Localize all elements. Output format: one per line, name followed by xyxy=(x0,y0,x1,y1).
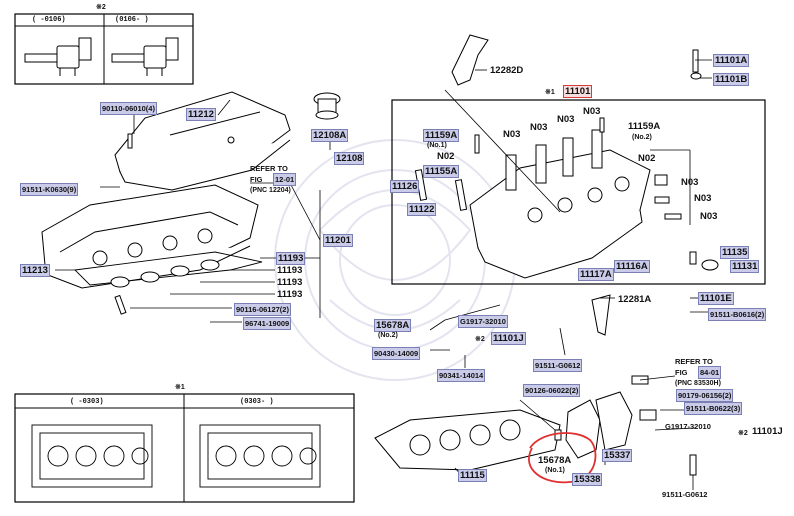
part-15678a-no1: 15678A xyxy=(538,455,572,466)
part-91511-k0630[interactable]: 91511-K0630(9) xyxy=(20,183,79,196)
part-11101a[interactable]: 11101A xyxy=(713,54,750,67)
part-11116a[interactable]: 11116A xyxy=(614,260,650,273)
fig-link-84-01[interactable]: 84-01 xyxy=(698,366,722,379)
part-11101e[interactable]: 11101E xyxy=(698,292,734,305)
part-g1917-32010-a[interactable]: G1917-32010 xyxy=(458,315,508,328)
n03-d: N03 xyxy=(583,106,601,117)
part-91511-g0612-a[interactable]: 91511-G0612 xyxy=(533,359,583,372)
n03-g: N03 xyxy=(700,211,718,222)
part-12282d: 12282D xyxy=(490,65,524,76)
n03-b: N03 xyxy=(530,122,548,133)
no1-label: (No.1) xyxy=(427,142,447,149)
inset-top-note: ※2 xyxy=(96,4,106,11)
part-91511-g0612-b: 91511-G0612 xyxy=(662,490,708,499)
part-11193-b: 11193 xyxy=(277,265,303,276)
part-11117a[interactable]: 11117A xyxy=(578,268,614,281)
head-gasket-drawing xyxy=(374,409,561,471)
inset-top-col2: (0106- ) xyxy=(115,16,149,24)
part-11131[interactable]: 11131 xyxy=(730,260,760,273)
inset-bottom-note: ※1 xyxy=(175,384,185,391)
part-12281a: 12281A xyxy=(618,294,652,305)
no1b-label: (No.1) xyxy=(545,467,565,474)
note-2a: ※2 xyxy=(475,336,485,343)
part-15338[interactable]: 15338 xyxy=(572,473,603,486)
part-11135[interactable]: 11135 xyxy=(720,246,750,259)
cover-gasket-drawing xyxy=(74,251,263,286)
inset-box-top xyxy=(14,13,194,85)
grommets-drawing xyxy=(110,259,220,288)
part-90341-14014[interactable]: 90341-14014 xyxy=(437,369,486,382)
part-90110-06010[interactable]: 90110-06010(4) xyxy=(100,102,157,115)
bracket-12282d xyxy=(451,34,489,86)
cylinder-head-drawing xyxy=(469,129,651,279)
fig-label-2: FIG xyxy=(675,368,688,377)
valve-cover-drawing xyxy=(41,184,259,289)
part-90116-06127[interactable]: 90116-06127(2) xyxy=(234,303,291,316)
inset-top-col1: ( -0106) xyxy=(32,16,66,24)
part-15337[interactable]: 15337 xyxy=(602,449,633,462)
part-11101j-b: 11101J xyxy=(752,426,783,437)
part-91511-b0616[interactable]: 91511-B0616(2) xyxy=(708,308,767,321)
part-11201[interactable]: 11201 xyxy=(323,234,353,247)
part-11101j-a[interactable]: 11101J xyxy=(491,332,526,345)
refer-to-label-1: REFER TO xyxy=(250,164,288,173)
part-15678a-no2[interactable]: 15678A xyxy=(374,319,412,332)
part-90430-14009[interactable]: 90430-14009 xyxy=(372,347,421,360)
refer-to-label-2: REFER TO xyxy=(675,357,713,366)
no2b-label: (No.2) xyxy=(378,332,398,339)
part-11212[interactable]: 11212 xyxy=(186,108,216,121)
part-11122[interactable]: 11122 xyxy=(407,203,437,216)
part-11213[interactable]: 11213 xyxy=(20,264,50,277)
part-11101[interactable]: 11101 xyxy=(563,85,593,98)
vvt-parts-drawing xyxy=(554,375,697,476)
head-cover-drawing xyxy=(114,91,291,191)
part-96741-19009[interactable]: 96741-19009 xyxy=(243,317,292,330)
part-91511-b0622[interactable]: 91511-B0622(3) xyxy=(684,402,743,415)
oil-cap-drawing xyxy=(313,92,341,120)
bolts-drawing xyxy=(114,49,719,315)
fig-link-12-01[interactable]: 12-01 xyxy=(273,173,297,186)
leader-lines xyxy=(55,59,712,490)
n02-a: N02 xyxy=(437,151,455,162)
part-11101b[interactable]: 11101B xyxy=(713,73,750,86)
inset-bottom-col1: ( -0303) xyxy=(70,398,104,406)
inset-box-bottom xyxy=(14,393,355,503)
note-1: ※1 xyxy=(545,89,555,96)
part-90126-06022[interactable]: 90126-06022(2) xyxy=(523,384,581,397)
inset-bottom-col2: (0303- ) xyxy=(240,398,274,406)
part-11193-d: 11193 xyxy=(277,289,303,300)
fig-label-1: FIG xyxy=(250,175,263,184)
note-2b: ※2 xyxy=(738,430,748,437)
n03-e: N03 xyxy=(681,177,699,188)
part-11155a[interactable]: 11155A xyxy=(423,165,460,178)
part-11159a-no2: 11159A xyxy=(628,121,661,132)
no2-label: (No.2) xyxy=(632,134,652,141)
n03-f: N03 xyxy=(694,193,712,204)
part-11193-a[interactable]: 11193 xyxy=(276,252,306,265)
n03-a: N03 xyxy=(503,129,521,140)
pnc-12204: (PNC 12204) xyxy=(250,187,291,194)
part-12108[interactable]: 12108 xyxy=(334,152,365,165)
n03-c: N03 xyxy=(557,114,575,125)
n02-b: N02 xyxy=(638,153,656,164)
part-g1917-32010-b: G1917-32010 xyxy=(665,422,711,431)
bracket-12281a xyxy=(591,294,611,336)
part-11126[interactable]: 11126 xyxy=(390,180,420,193)
red-circle-annotation xyxy=(528,432,597,484)
part-11115[interactable]: 11115 xyxy=(458,469,487,482)
part-90179-06156[interactable]: 90179-06156(2) xyxy=(676,389,734,402)
part-11159a-no1[interactable]: 11159A xyxy=(423,129,460,142)
part-11193-c: 11193 xyxy=(277,277,303,288)
pnc-83530h: (PNC 83530H) xyxy=(675,380,721,387)
part-12108a[interactable]: 12108A xyxy=(311,129,349,142)
